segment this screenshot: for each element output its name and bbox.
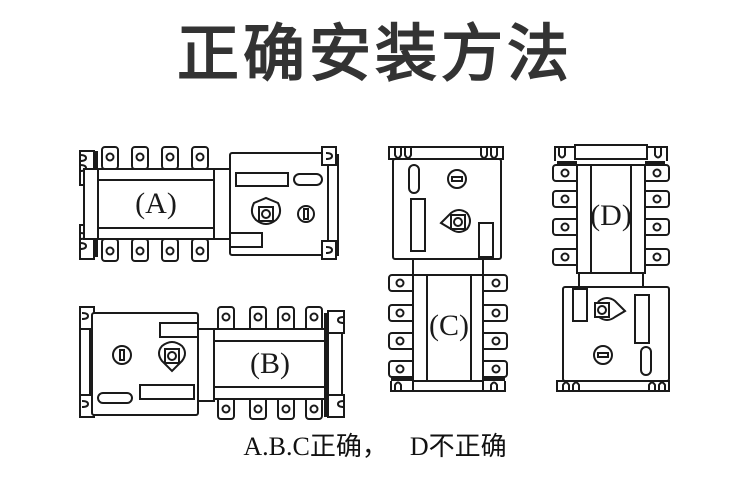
diagram-d: (D) <box>551 143 675 393</box>
diagram-b: (B) <box>78 303 348 421</box>
diagram-a: (A) <box>76 143 346 263</box>
diagram-label-c: (C) <box>429 309 469 342</box>
diagram-label-b: (B) <box>250 347 290 380</box>
switch-b-drawing <box>80 307 344 419</box>
diagram-label-d: (D) <box>590 199 632 232</box>
diagram-label-a: (A) <box>135 187 177 220</box>
switch-d-drawing <box>553 145 669 391</box>
caption: A.B.C正确， D不正确 <box>0 426 750 463</box>
caption-correct: A.B.C正确， <box>243 432 388 461</box>
switch-c-drawing <box>389 147 507 391</box>
diagram-c: (C) <box>385 143 509 393</box>
page-title: 正确安装方法 <box>176 17 573 90</box>
caption-incorrect: D不正确 <box>409 432 507 461</box>
switch-a-drawing <box>80 147 338 261</box>
